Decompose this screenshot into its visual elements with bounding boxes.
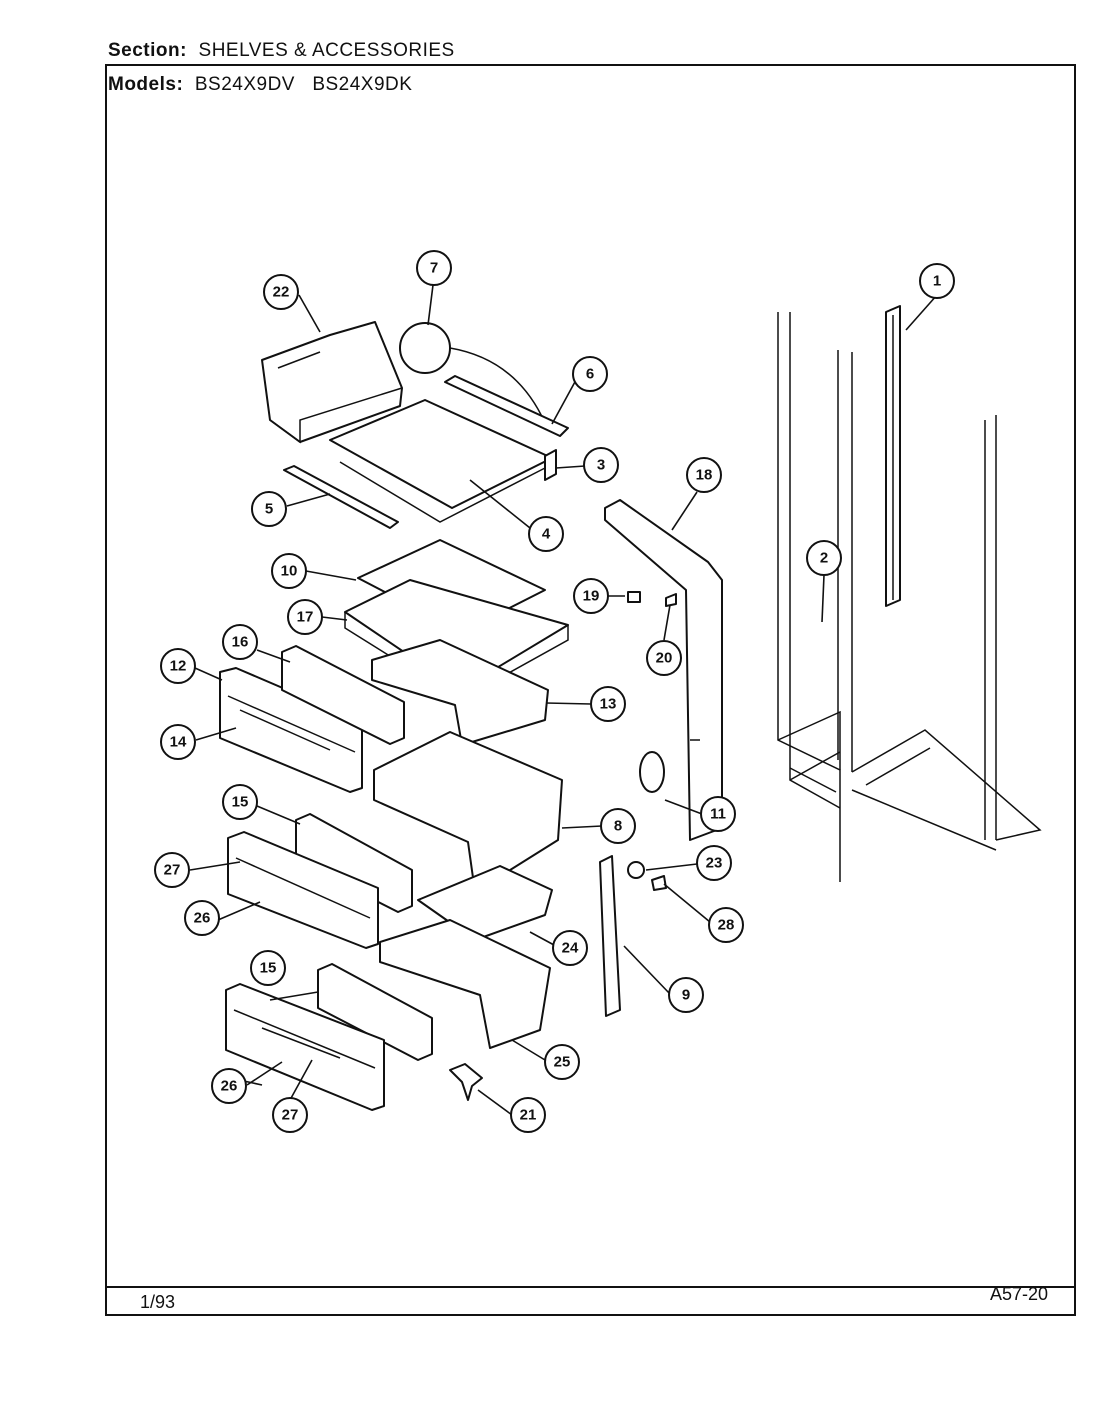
models-label: Models:: [108, 74, 184, 95]
svg-text:20: 20: [656, 650, 673, 667]
part-channel-9: [599, 855, 621, 1017]
svg-text:22: 22: [273, 284, 290, 301]
model-1: BS24X9DV: [194, 74, 295, 95]
callout-16: 16: [222, 624, 258, 660]
svg-text:8: 8: [614, 818, 622, 835]
callout-7: 7: [416, 250, 452, 286]
callout-8: 8: [600, 808, 636, 844]
callout-28: 28: [708, 907, 744, 943]
svg-text:2: 2: [820, 550, 828, 567]
callout-9: 9: [668, 977, 704, 1013]
section-label: Section:: [108, 40, 187, 61]
callout-2: 2: [806, 540, 842, 576]
footer-date: 1/93: [140, 1292, 176, 1312]
section-value: SHELVES & ACCESSORIES: [198, 40, 455, 61]
part-trim-6: [444, 375, 569, 437]
part-rail-16: [281, 645, 405, 745]
section-header: Section: SHELVES & ACCESSORIES: [108, 40, 455, 62]
svg-text:15: 15: [260, 960, 277, 977]
part-28: [651, 875, 667, 891]
part-23: [627, 861, 645, 879]
part-rail-15b: [317, 963, 433, 1061]
svg-text:27: 27: [164, 862, 181, 879]
callout-26a: 26: [184, 900, 220, 936]
part-19: [627, 591, 641, 603]
svg-text:26: 26: [221, 1078, 238, 1095]
cabinet-outline: [777, 312, 1042, 882]
callout-18: 18: [686, 457, 722, 493]
part-bracket-3: [544, 449, 557, 481]
svg-text:6: 6: [586, 366, 594, 383]
svg-text:11: 11: [710, 806, 726, 823]
callout-5: 5: [251, 491, 287, 527]
footer-divider: [105, 1286, 1076, 1288]
part-drawer-front-12: [219, 667, 363, 793]
callout-24: 24: [552, 930, 588, 966]
svg-text:26: 26: [194, 910, 211, 927]
callout-19: 19: [573, 578, 609, 614]
svg-text:27: 27: [282, 1107, 299, 1124]
svg-text:3: 3: [597, 457, 605, 474]
svg-text:17: 17: [297, 609, 314, 626]
svg-text:5: 5: [265, 501, 273, 518]
footer-page-code: A57-20: [990, 1284, 1049, 1304]
svg-text:24: 24: [562, 940, 579, 957]
callout-20: 20: [646, 640, 682, 676]
svg-text:19: 19: [583, 588, 600, 605]
callout-15b: 15: [250, 950, 286, 986]
callout-3: 3: [583, 447, 619, 483]
diagram-frame: [105, 64, 1076, 1316]
svg-text:9: 9: [682, 987, 690, 1004]
part-drawer-13: [371, 639, 549, 746]
part-drawer-25: [379, 919, 551, 1049]
callout-23: 23: [696, 845, 732, 881]
callout-6: 6: [572, 356, 608, 392]
part-clip-21: [449, 1063, 483, 1101]
svg-text:21: 21: [520, 1107, 537, 1124]
callout-13: 13: [590, 686, 626, 722]
part-trim-5: [283, 465, 399, 529]
callout-1: 1: [919, 263, 955, 299]
svg-text:25: 25: [554, 1054, 571, 1071]
svg-text:14: 14: [170, 734, 187, 751]
part-shelf-frame-22: [261, 321, 403, 444]
model-2: BS24X9DK: [312, 74, 413, 95]
models-header: Models: BS24X9DV BS24X9DK: [108, 74, 412, 96]
part-rail-1: [885, 305, 901, 607]
svg-text:7: 7: [430, 260, 438, 277]
part-crisper-8: [373, 731, 563, 893]
svg-text:4: 4: [542, 526, 551, 543]
svg-text:10: 10: [281, 563, 298, 580]
callout-22: 22: [263, 274, 299, 310]
callout-27b: 27: [272, 1097, 308, 1133]
part-spring-11: [639, 751, 665, 793]
svg-text:23: 23: [706, 855, 723, 872]
callout-25: 25: [544, 1044, 580, 1080]
callout-14: 14: [160, 724, 196, 760]
callout-10: 10: [271, 553, 307, 589]
part-drawer-front-26b: [225, 983, 385, 1111]
part-drawer-front-26a: [227, 831, 379, 949]
svg-text:18: 18: [696, 467, 713, 484]
callout-4: 4: [528, 516, 564, 552]
svg-text:13: 13: [600, 696, 617, 713]
svg-text:28: 28: [718, 917, 735, 934]
callout-11: 11: [700, 796, 736, 832]
callout-27a: 27: [154, 852, 190, 888]
callout-15: 15: [222, 784, 258, 820]
svg-text:15: 15: [232, 794, 249, 811]
svg-text:12: 12: [170, 658, 187, 675]
callout-26b: 26: [211, 1068, 247, 1104]
callout-21: 21: [510, 1097, 546, 1133]
svg-text:1: 1: [933, 273, 941, 290]
part-20: [665, 593, 677, 607]
svg-text:16: 16: [232, 634, 249, 651]
callout-17: 17: [287, 599, 323, 635]
callout-12: 12: [160, 648, 196, 684]
